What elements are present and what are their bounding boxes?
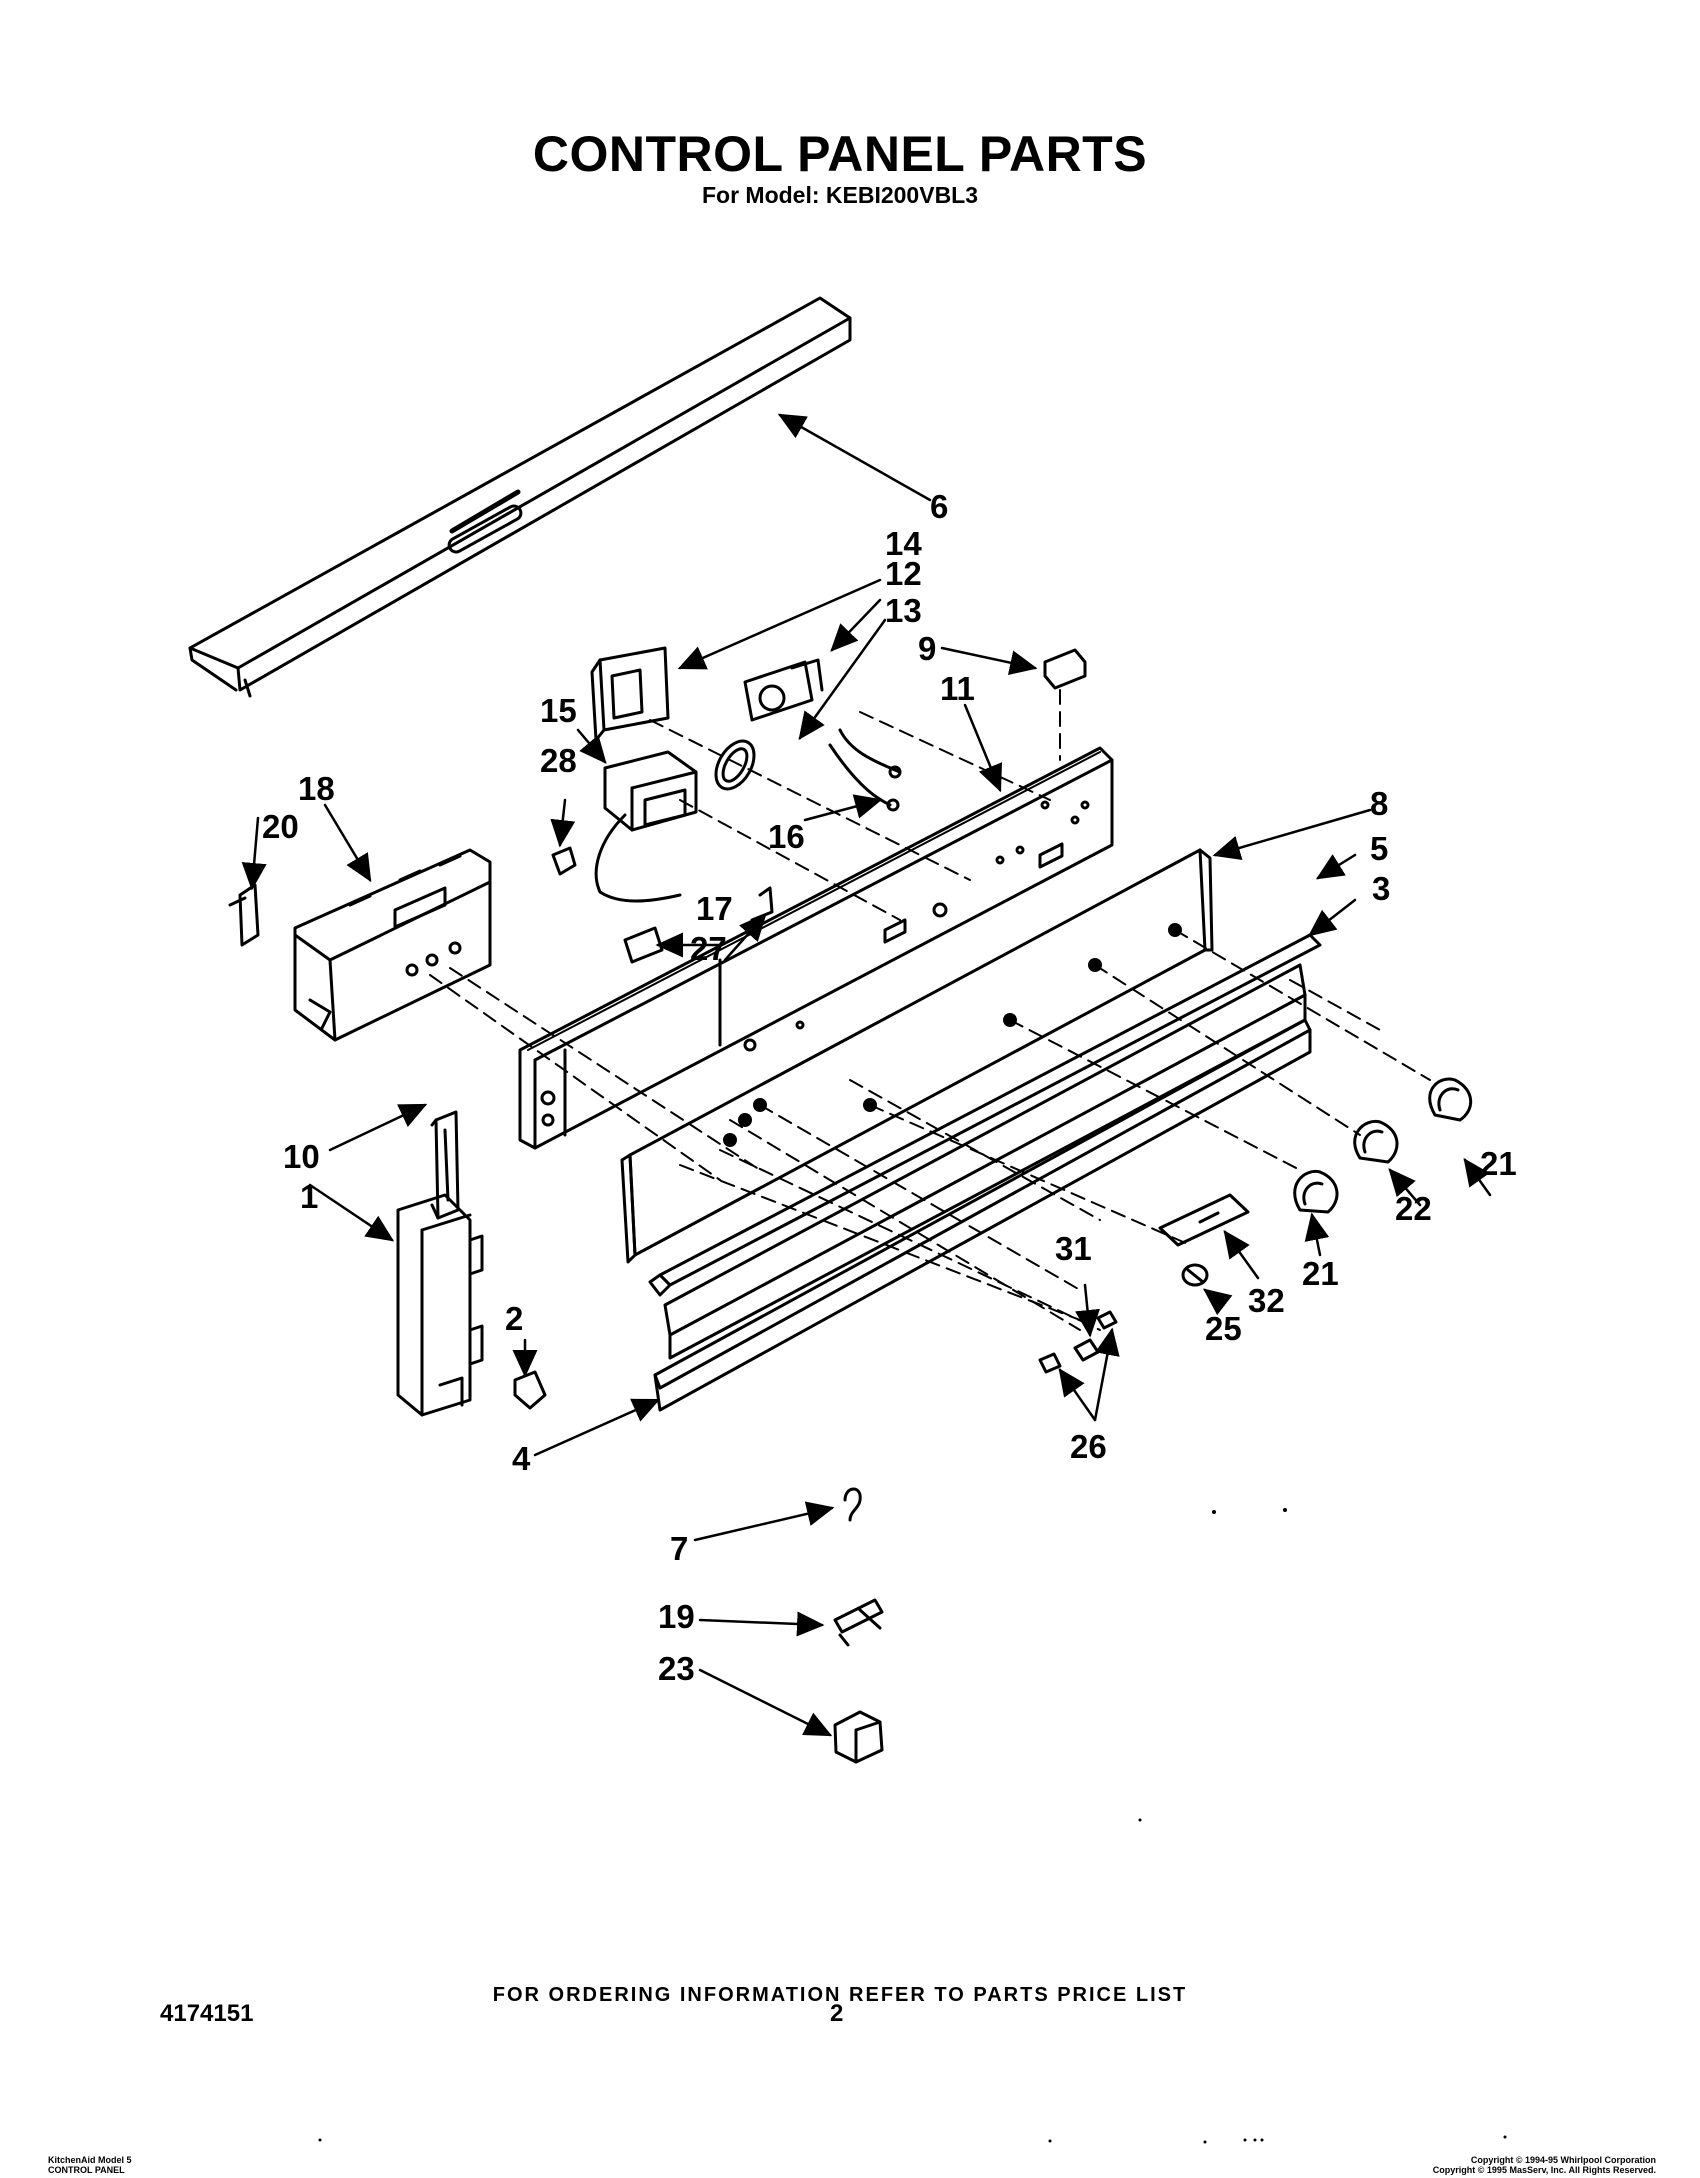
callout-21-a: 21 [1480,1145,1517,1182]
clip-part-2 [513,1370,547,1410]
model-subtitle: For Model: KEBI200VBL3 [701,182,979,208]
end-bracket-part-1 [396,1193,484,1417]
knob-part-28 [551,846,577,876]
control-module-part-18 [293,848,492,1042]
callout-13: 13 [885,592,922,629]
ordering-note: FOR ORDERING INFORMATION REFER TO PARTS … [492,1984,1188,2006]
guide-lines [429,689,1431,1331]
footer-copyright: Copyright © 1994-95 Whirlpool Corporatio… [1433,2155,1656,2175]
callout-6: 6 [930,488,948,525]
trim-part-5 [648,933,1322,1297]
callout-10: 10 [283,1138,320,1175]
callout-2: 2 [505,1300,523,1337]
callout-25: 25 [1205,1310,1242,1347]
callout-21-b: 21 [1302,1255,1339,1292]
page-title: CONTROL PANEL PARTS [532,126,1148,182]
page-number: 2 [830,2000,844,2027]
footer-right-line-2: Copyright © 1995 MasServ, Inc. All Right… [1432,2165,1656,2175]
footer-model-info: KitchenAid Model 5 CONTROL PANEL [48,2155,132,2175]
scan-specks [318,1508,1507,2144]
callout-16: 16 [768,818,805,855]
button-part-25 [1181,1263,1209,1287]
bracket-part-17 [623,926,664,964]
footer-left-line-1: KitchenAid Model 5 [48,2155,132,2165]
callout-3: 3 [1372,870,1390,907]
document-number: 4174151 [160,2000,254,2027]
callout-12: 12 [885,555,922,592]
clamp-part-19 [833,1598,884,1647]
trim-bar-part-6 [188,296,852,698]
knob-cap-part-21a [1428,1077,1473,1122]
callout-19: 19 [658,1598,695,1635]
callout-9: 9 [918,630,936,667]
switch-part-12 [743,658,824,722]
callout-17: 17 [696,890,733,927]
lower-trim-part-4 [653,1018,1312,1412]
leader-arrows [241,413,1492,1737]
hook-part-27 [750,886,774,922]
callout-11: 11 [940,670,975,707]
hook-part-7 [843,1487,862,1522]
wire-harness-part-16 [828,728,902,812]
footer-left-line-2: CONTROL PANEL [48,2165,125,2175]
ring-part-13 [714,739,756,791]
screw-part-26 [1038,1352,1062,1374]
callout-7: 7 [670,1530,688,1567]
callout-5: 5 [1370,830,1388,867]
callout-4: 4 [512,1440,531,1477]
callout-18: 18 [298,770,335,807]
callout-22: 22 [1395,1190,1432,1227]
callout-14: 14 [885,525,922,562]
callout-26: 26 [1070,1428,1107,1465]
module-part-14 [590,646,670,742]
bracket-part-20 [228,883,260,947]
callout-27: 27 [690,930,727,967]
footer-right-line-1: Copyright © 1994-95 Whirlpool Corporatio… [1470,2155,1656,2165]
bracket-part-23 [833,1710,884,1764]
trim-part-3 [663,963,1307,1360]
glass-panel-part-8 [620,848,1214,1264]
callout-1: 1 [300,1178,318,1215]
callout-28: 28 [540,742,577,779]
callout-23: 23 [658,1650,695,1687]
callout-32: 32 [1248,1282,1285,1319]
callout-15: 15 [540,692,577,729]
control-panel-part-11 [518,746,1114,1150]
callout-8: 8 [1370,785,1388,822]
callout-20: 20 [262,808,299,845]
knob-cap-part-21b [1293,1169,1339,1214]
display-module-part-15 [603,750,698,832]
knob-cap-part-22 [1353,1119,1399,1164]
callout-31: 31 [1055,1230,1092,1267]
badge-part-32 [1158,1193,1250,1247]
clip-part-9 [1043,648,1087,690]
